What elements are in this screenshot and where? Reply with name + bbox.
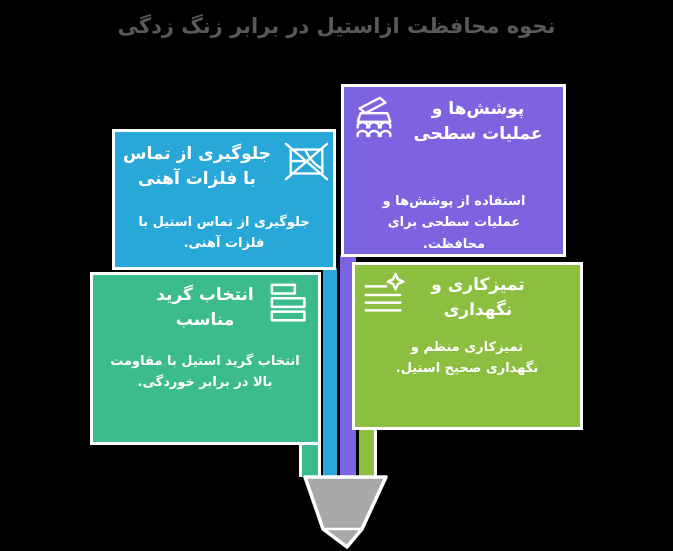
pencil-stripe-green bbox=[299, 443, 321, 477]
card-grade-title: انتخاب گرید مناسب bbox=[156, 285, 254, 330]
pencil-tip bbox=[303, 475, 388, 549]
card-no-contact-title: جلوگیری از تماس با فلزات آهنی bbox=[123, 144, 271, 189]
card-coatings: پوشش‌ها و عملیات سطحی استفاده از پوشش‌ها… bbox=[341, 84, 566, 257]
sparkle-lines-icon bbox=[362, 272, 408, 318]
card-grade-description: انتخاب گرید استیل با مقاومت بالا در براب… bbox=[110, 354, 300, 391]
card-cleaning-description: تمیزکاری منظم و نگهداری صحیح استیل. bbox=[395, 340, 539, 377]
card-grade: انتخاب گرید مناسب انتخاب گرید استیل با م… bbox=[90, 272, 321, 445]
press-machine-icon bbox=[351, 94, 397, 140]
stacked-bars-icon bbox=[269, 281, 315, 327]
card-no-contact-description: جلوگیری از تماس استیل با فلزات آهنی. bbox=[138, 215, 310, 252]
page-title: نحوه محافظت ازاستیل در برابر زنگ زدگی bbox=[117, 14, 556, 38]
card-coatings-title: پوشش‌ها و عملیات سطحی bbox=[413, 99, 543, 144]
crossed-frame-icon bbox=[284, 139, 330, 185]
card-cleaning-title: تمیزکاری و نگهداری bbox=[431, 275, 525, 320]
card-coatings-description: استفاده از پوشش‌ها و عملیات سطحی برای مح… bbox=[382, 194, 526, 252]
card-cleaning: تمیزکاری و نگهداری تمیزکاری منظم و نگهدا… bbox=[352, 262, 583, 430]
pencil-stripe-blue bbox=[323, 268, 337, 477]
pencil-stripe-lime bbox=[359, 428, 377, 477]
card-no-contact: جلوگیری از تماس با فلزات آهنی جلوگیری از… bbox=[112, 129, 336, 270]
